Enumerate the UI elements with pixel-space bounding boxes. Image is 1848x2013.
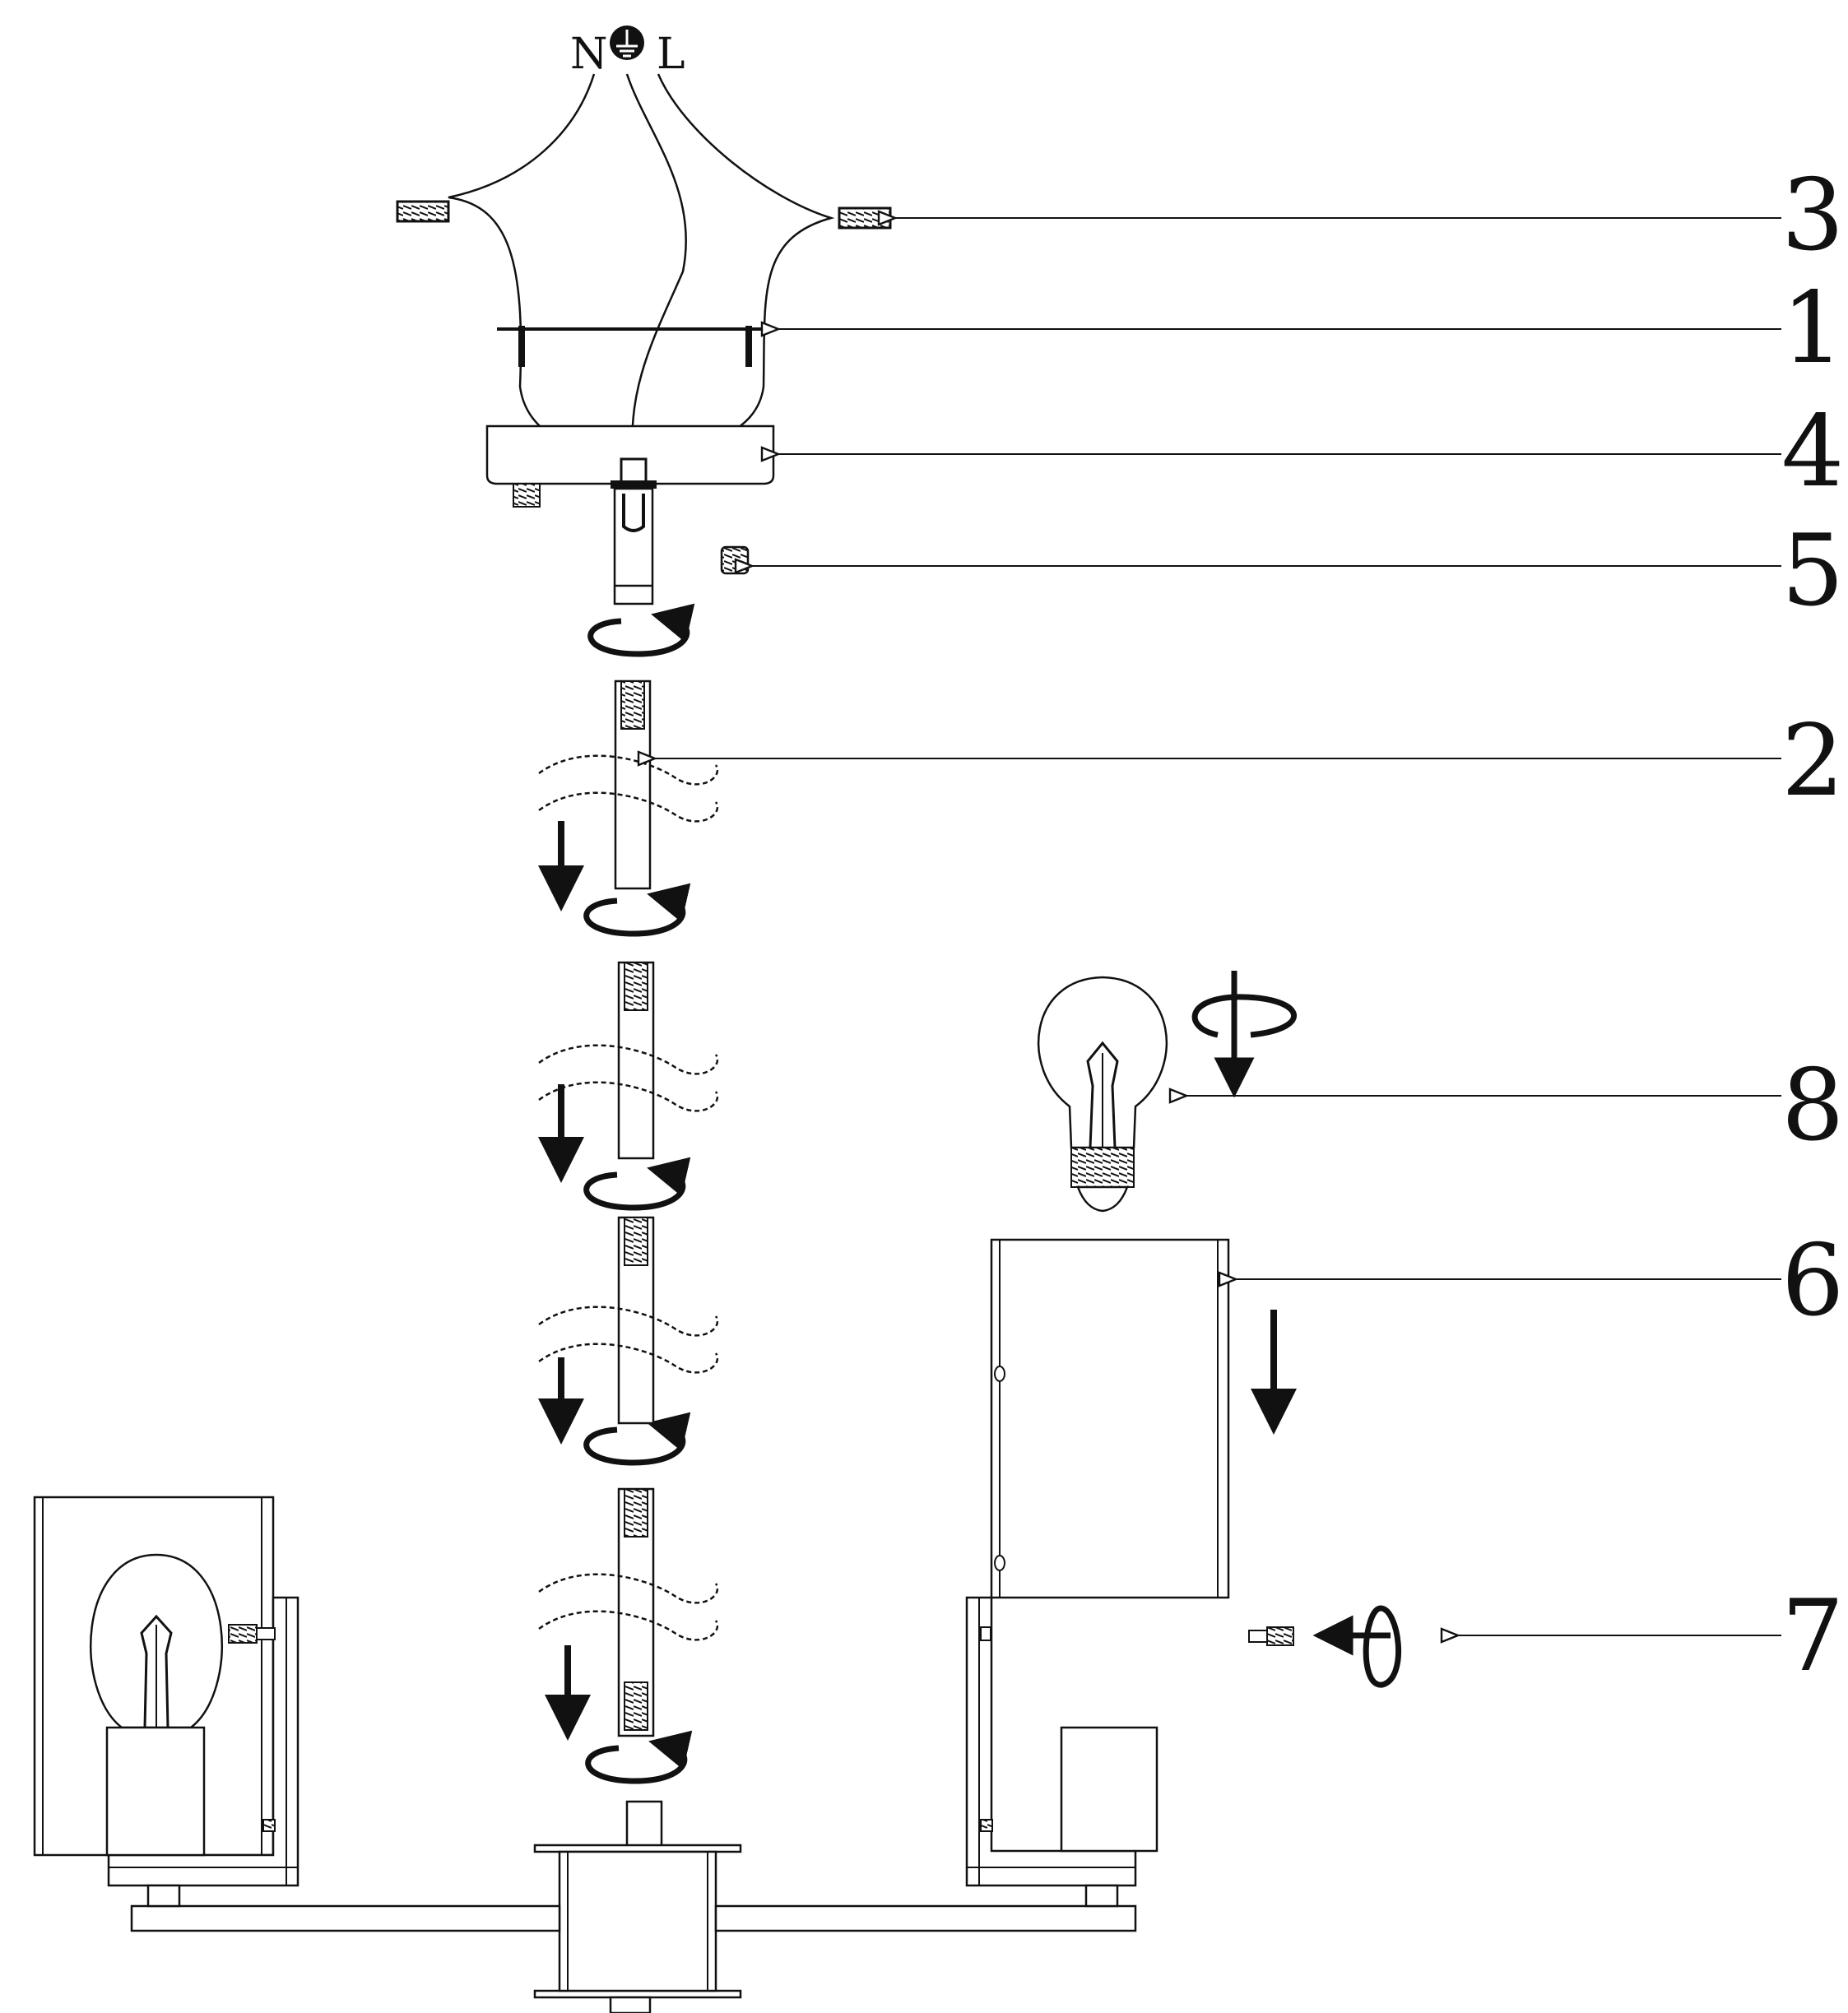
rotation-arrows <box>583 603 695 1784</box>
canopy <box>485 424 775 508</box>
rotate-icon <box>583 1412 691 1466</box>
glass-shade <box>990 1238 1230 1599</box>
neutral-label: N <box>570 30 608 79</box>
rotate-icon <box>583 1157 691 1211</box>
callout-6: 6 <box>1781 1224 1844 1338</box>
rotate-icon <box>583 883 691 937</box>
length-break-lines <box>538 754 719 1641</box>
extension-rod-4 <box>617 1487 655 1737</box>
shade-holder-right <box>965 1596 1158 1887</box>
callout-7: 7 <box>1781 1579 1844 1694</box>
fixture-body <box>130 1800 1137 2013</box>
callout-3: 3 <box>1781 159 1844 273</box>
callout-4: 4 <box>1781 395 1844 509</box>
callout-numbers: 3 1 4 5 2 8 6 7 <box>1781 159 1844 1694</box>
earth-ground-icon <box>610 26 644 60</box>
down-arrows <box>538 821 1297 1741</box>
shade-screw <box>1248 1626 1294 1646</box>
supply-wires <box>448 73 835 462</box>
mounting-bracket <box>497 326 773 367</box>
screw-rotate-icon <box>1312 1605 1402 1688</box>
extension-rod-3 <box>617 1216 655 1425</box>
leader-lines <box>637 210 1781 1644</box>
live-label: L <box>657 30 685 79</box>
screw-in-rotate-icon <box>1191 971 1297 1098</box>
wire-connector-left <box>396 200 450 223</box>
rotate-icon <box>585 1730 693 1784</box>
extension-rod-1 <box>614 680 652 890</box>
bulb-upper <box>1037 976 1168 1213</box>
rotate-icon <box>587 603 695 657</box>
wire-connector-right <box>838 206 892 230</box>
extension-rod-2 <box>617 961 655 1160</box>
lock-nut <box>720 545 750 575</box>
hook-coupling <box>613 487 654 605</box>
bulb-left <box>90 1553 223 1857</box>
callout-8: 8 <box>1781 1049 1844 1163</box>
wire-labels: N L <box>570 26 685 79</box>
callout-2: 2 <box>1781 704 1844 819</box>
callout-1: 1 <box>1781 271 1844 386</box>
callout-5: 5 <box>1781 514 1844 628</box>
